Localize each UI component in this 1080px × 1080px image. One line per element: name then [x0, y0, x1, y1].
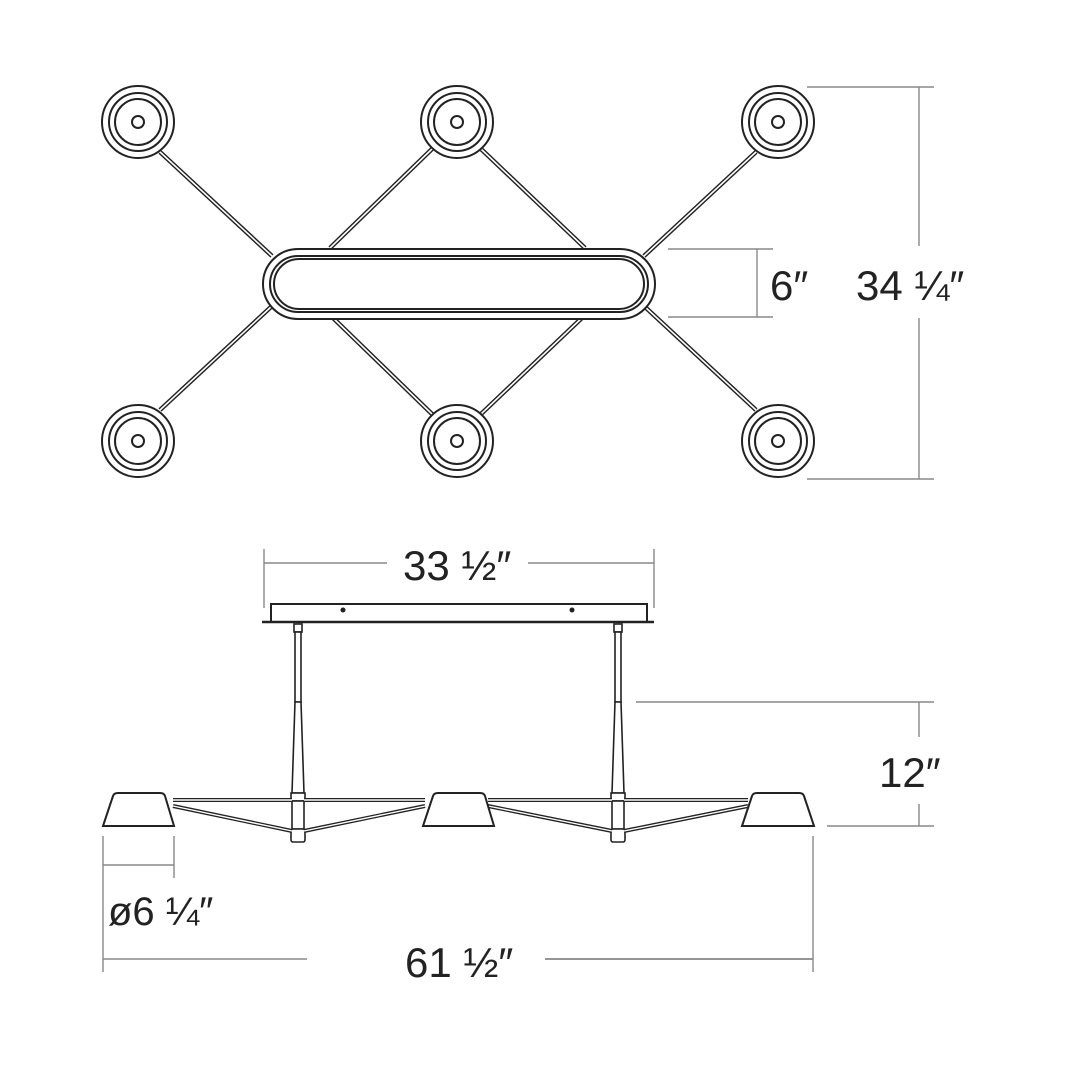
dimension-canopy-depth: [668, 248, 773, 318]
canopy-side-view: [262, 603, 654, 624]
lamp-top-4: [101, 404, 175, 478]
stem-right: [610, 623, 626, 843]
label-canopy-depth: 6″: [770, 262, 808, 309]
label-canopy-length: 33 ½″: [403, 542, 511, 589]
label-drop-height: 12″: [879, 749, 941, 796]
label-mask: [395, 935, 545, 980]
label-shade-diameter: ø6 ¼″: [108, 890, 213, 934]
canopy-top-view: [262, 248, 656, 320]
lamp-top-6: [741, 404, 815, 478]
dimension-shade-diameter: [102, 836, 175, 972]
shade-right: [740, 792, 816, 827]
dimension-overall-depth: [807, 86, 934, 480]
label-overall-depth: 34 ¼″: [856, 262, 964, 309]
dimension-canopy-length: [263, 549, 655, 608]
lamp-top-1: [101, 85, 175, 159]
lamp-top-3: [741, 85, 815, 159]
label-overall-length: 61 ½″: [405, 939, 513, 986]
shade-left: [101, 792, 176, 827]
side-view: 33 ½″: [101, 542, 941, 986]
dimension-drop-height: [636, 701, 934, 827]
lamp-top-5: [420, 404, 494, 478]
shade-center: [421, 792, 496, 827]
stem-left: [290, 623, 306, 843]
lamp-top-2: [420, 85, 494, 159]
top-view: 6″ 34 ¼″: [101, 85, 964, 480]
